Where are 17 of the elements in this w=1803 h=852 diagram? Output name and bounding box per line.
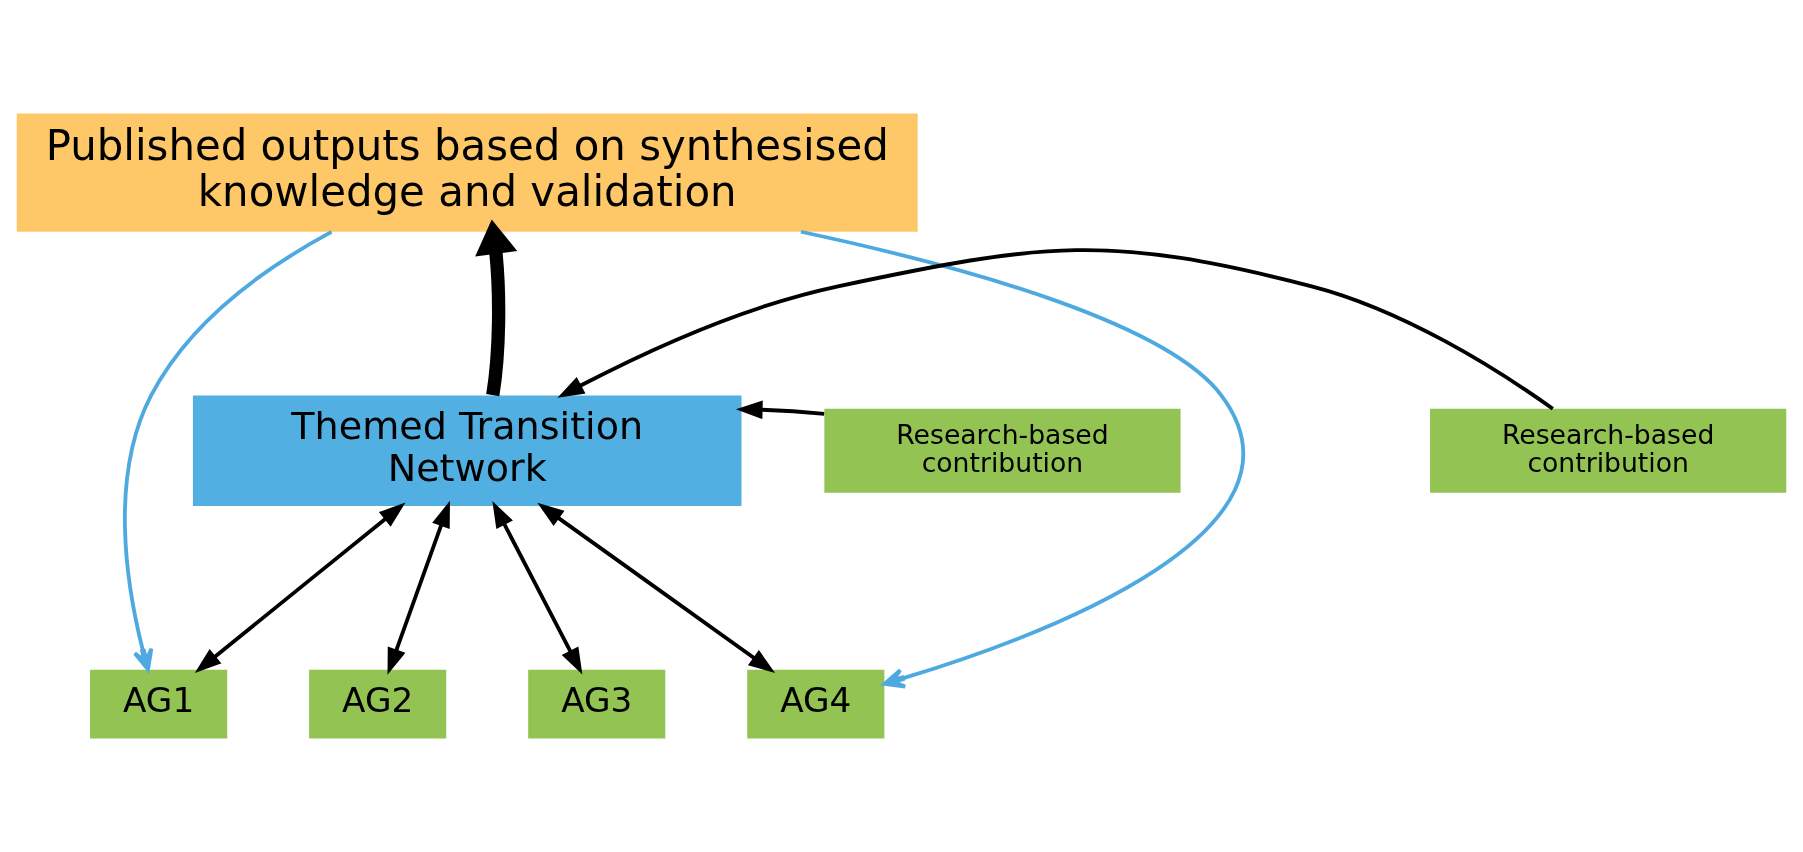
- arrow: [735, 400, 825, 420]
- node-box: AG2: [309, 669, 447, 739]
- arrow: [800, 229, 1245, 689]
- arrow: [194, 502, 406, 673]
- arrow: [387, 500, 450, 675]
- arrow: [537, 502, 776, 674]
- arrow: [475, 219, 518, 397]
- node-box: AG3: [528, 669, 666, 739]
- node-box: Research-based contribution: [824, 408, 1181, 493]
- arrow: [492, 501, 583, 675]
- node-box: Themed Transition Network: [192, 395, 742, 506]
- arrow: [557, 248, 1554, 411]
- node-box: AG1: [90, 669, 228, 739]
- arrow: [123, 230, 333, 672]
- node-box: Research-based contribution: [1430, 408, 1787, 493]
- node-box: AG4: [747, 669, 885, 739]
- node-box: Published outputs based on synthesised knowledge and validation: [16, 113, 918, 232]
